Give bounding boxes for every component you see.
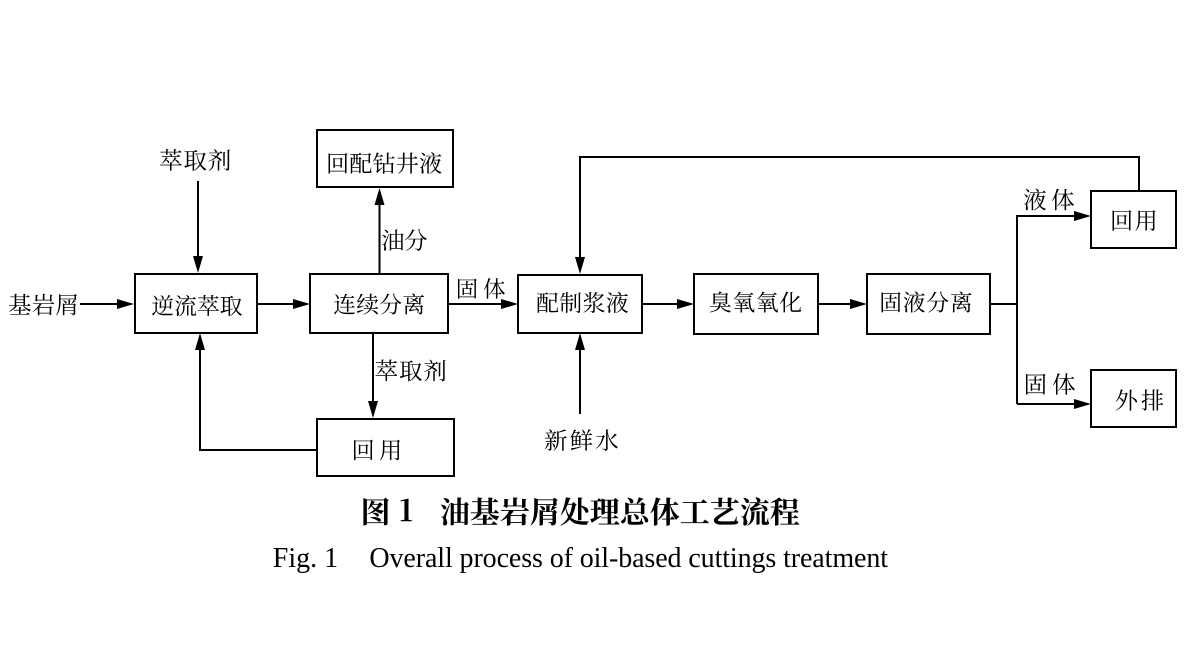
svg-text:Overall process of oil-based c: Overall process of oil-based cuttings tr…: [369, 543, 888, 574]
svg-text:Fig. 1: Fig. 1: [273, 543, 338, 574]
